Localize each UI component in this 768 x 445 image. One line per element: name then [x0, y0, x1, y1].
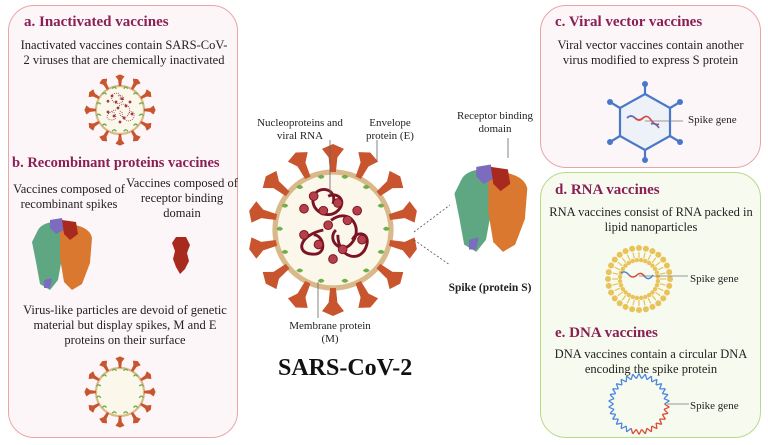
- recombinant-spike-protein: [32, 218, 92, 290]
- panel-e-spike-gene-label: Spike gene: [690, 400, 739, 412]
- spike: [140, 402, 152, 413]
- sars-cov-2-title: SARS-CoV-2: [278, 355, 413, 381]
- panel-a-title: a. Inactivated vaccines: [24, 14, 169, 30]
- spike: [84, 105, 96, 115]
- spike: [99, 130, 110, 142]
- spike: [88, 89, 100, 100]
- panel-a-text: Inactivated vaccines contain SARS-CoV-2 …: [20, 38, 228, 67]
- virus-like-particle: [84, 356, 156, 428]
- label-spike-protein: Spike (protein S): [448, 282, 532, 294]
- spike: [140, 120, 152, 131]
- spike: [99, 412, 110, 424]
- spike: [99, 360, 110, 372]
- spike: [88, 402, 100, 413]
- panel-c-text: Viral vector vaccines contain another vi…: [557, 38, 744, 67]
- panel-e-text: DNA vaccines contain a circular DNA enco…: [554, 347, 748, 376]
- spike-protein-structure: [454, 164, 528, 252]
- panel-b-vlp-text: Virus-like particles are devoid of genet…: [23, 303, 227, 347]
- spike: [262, 170, 290, 197]
- spike: [140, 371, 152, 382]
- spike: [388, 237, 417, 259]
- spike: [144, 387, 156, 397]
- spike: [130, 78, 141, 90]
- lipid-nanoparticle: [605, 245, 688, 313]
- panel-e-title: e. DNA vaccines: [555, 325, 658, 341]
- spike: [115, 134, 125, 146]
- spike: [130, 360, 141, 372]
- spike: [322, 288, 344, 317]
- panel-b-left-text: Vaccines composed of recombinant spikes: [13, 182, 125, 211]
- panel-d-text: RNA vaccines consist of RNA packed in li…: [549, 205, 753, 234]
- spike: [115, 356, 125, 368]
- spike: [355, 280, 379, 308]
- spike: [130, 412, 141, 424]
- label-membrane-protein: Membrane protein (M): [289, 320, 371, 345]
- panel-d-spike-gene-label: Spike gene: [690, 273, 739, 285]
- spike: [115, 74, 125, 86]
- label-envelope-protein: Envelope protein (E): [366, 117, 414, 142]
- spike: [84, 387, 96, 397]
- label-receptor-binding-domain: Receptor binding domain: [456, 110, 534, 135]
- spike: [262, 263, 290, 290]
- spike: [388, 201, 417, 223]
- spike: [130, 130, 141, 142]
- spike: [287, 280, 311, 308]
- label-nucleoproteins: Nucleoproteins and viral RNA: [257, 117, 343, 142]
- inactivated-virus-illustration: [84, 74, 156, 146]
- spike: [249, 237, 278, 259]
- panel-c-title: c. Viral vector vaccines: [555, 14, 703, 30]
- spike: [376, 170, 404, 197]
- spike: [376, 263, 404, 290]
- spike: [88, 120, 100, 131]
- panel-d-title: d. RNA vaccines: [555, 182, 660, 198]
- spike: [322, 143, 344, 172]
- panel-c-spike-gene-label: Spike gene: [688, 114, 737, 126]
- spike: [144, 105, 156, 115]
- spike: [249, 201, 278, 223]
- panel-b-right-text: Vaccines composed of receptor binding do…: [126, 176, 238, 220]
- viral-vector-illustration: [607, 81, 683, 163]
- circular-dna-plasmid: [608, 373, 689, 435]
- spike: [88, 371, 100, 382]
- panel-b-title: b. Recombinant proteins vaccines: [12, 155, 220, 171]
- spike: [115, 416, 125, 428]
- spike: [140, 89, 152, 100]
- spike: [99, 78, 110, 90]
- spike: [355, 152, 379, 180]
- rbd-protein: [172, 237, 190, 274]
- sars-cov-2-virus: [249, 143, 417, 317]
- spike: [287, 152, 311, 180]
